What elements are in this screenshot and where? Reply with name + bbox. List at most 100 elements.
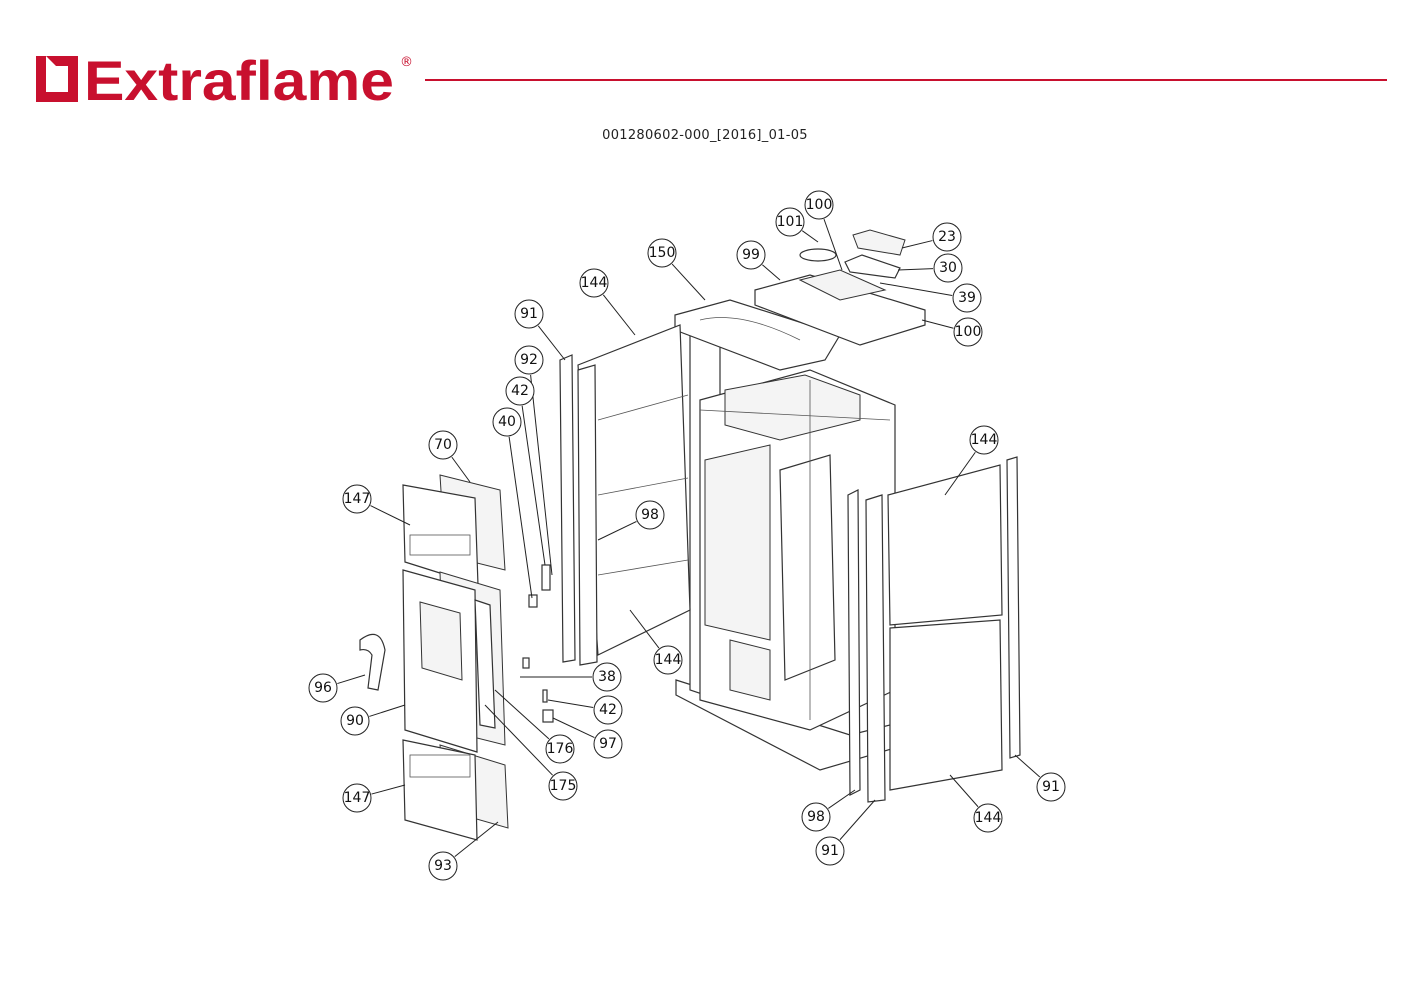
callout-label: 150: [649, 245, 676, 261]
document-code: 001280602-000_[2016]_01-05: [602, 128, 808, 143]
callout-38: 38: [520, 662, 622, 692]
leader-line: [828, 789, 856, 809]
leader-line: [521, 405, 546, 566]
leader-line: [879, 282, 953, 296]
brand-name: Extraflame: [84, 50, 394, 106]
leader-line: [454, 821, 499, 858]
callout-circle: [308, 673, 338, 703]
front-lower-panel: [402, 739, 509, 841]
callout-70: 70: [428, 430, 471, 483]
callout-91: 91: [815, 799, 876, 866]
callout-label: 90: [346, 713, 364, 729]
leader-line: [823, 218, 843, 271]
door: [359, 569, 506, 753]
leader-line: [897, 268, 934, 271]
callout-101: 101: [775, 207, 819, 243]
callout-label: 175: [550, 778, 577, 794]
leader-line: [369, 704, 406, 717]
callout-circle: [736, 240, 766, 270]
callout-176: 176: [494, 689, 575, 764]
callout-circle: [548, 771, 578, 801]
callout-circle: [514, 345, 544, 375]
callout-label: 42: [599, 702, 617, 718]
right-side-panel: [847, 456, 1021, 803]
callout-label: 91: [1042, 779, 1060, 795]
callout-92: 92: [514, 345, 553, 576]
leader-line: [671, 263, 706, 301]
left-side-panel: [559, 324, 691, 666]
callout-label: 100: [806, 197, 833, 213]
callout-label: 39: [958, 290, 976, 306]
callout-label: 92: [520, 352, 538, 368]
leader-line: [552, 717, 595, 739]
callout-circle: [342, 783, 372, 813]
callout-circle: [340, 706, 370, 736]
leader-line: [484, 704, 553, 776]
leader-line: [451, 456, 471, 483]
leader-line: [839, 799, 876, 841]
callout-99: 99: [736, 240, 781, 281]
callout-circle: [969, 425, 999, 455]
callout-label: 30: [939, 260, 957, 276]
callout-label: 144: [975, 810, 1002, 826]
front-upper-panel: [402, 474, 506, 586]
leader-line: [629, 609, 660, 649]
callout-label: 144: [655, 652, 682, 668]
leader-line: [949, 774, 979, 808]
callout-label: 99: [742, 247, 760, 263]
leader-line: [901, 240, 933, 249]
callout-147: 147: [342, 783, 406, 813]
callout-circle: [973, 803, 1003, 833]
leader-line: [944, 451, 976, 496]
callout-label: 100: [955, 324, 982, 340]
leader-line: [494, 689, 550, 740]
callout-label: 147: [344, 790, 371, 806]
callout-98: 98: [597, 500, 665, 541]
callout-label: 96: [314, 680, 332, 696]
callout-circle: [342, 484, 372, 514]
callout-150: 150: [647, 238, 706, 301]
callout-175: 175: [484, 704, 578, 801]
callout-label: 42: [511, 383, 529, 399]
leader-line: [801, 230, 819, 243]
top-cover: [754, 269, 926, 346]
callout-circle: [593, 729, 623, 759]
leader-line: [1014, 754, 1041, 778]
callout-90: 90: [340, 704, 406, 736]
leader-line: [508, 436, 533, 599]
callout-98: 98: [801, 789, 856, 832]
callout-circle: [428, 851, 458, 881]
callout-circle: [593, 695, 623, 725]
leader-line: [921, 319, 954, 329]
callout-circle: [953, 317, 983, 347]
callout-circle: [653, 645, 683, 675]
callout-circle: [775, 207, 805, 237]
leader-line: [762, 264, 781, 281]
callout-label: 98: [807, 809, 825, 825]
leader-line: [537, 325, 566, 361]
callout-circle: [952, 283, 982, 313]
leader-line: [337, 674, 366, 685]
callout-circle: [635, 500, 665, 530]
callout-91: 91: [514, 299, 566, 361]
callout-96: 96: [308, 673, 366, 703]
callout-label: 23: [938, 229, 956, 245]
header-rule: [425, 79, 1387, 81]
callout-label: 38: [598, 669, 616, 685]
leader-line: [547, 699, 594, 709]
callout-label: 101: [777, 214, 804, 230]
leader-line: [530, 374, 553, 576]
callout-circle: [1036, 772, 1066, 802]
callout-circle: [801, 802, 831, 832]
callout-circle: [815, 836, 845, 866]
callout-40: 40: [492, 407, 533, 599]
callout-circle: [647, 238, 677, 268]
callout-23: 23: [901, 222, 962, 252]
callout-circle: [428, 430, 458, 460]
callout-144: 144: [629, 609, 683, 675]
callout-circle: [492, 407, 522, 437]
callout-label: 93: [434, 858, 452, 874]
leader-line: [370, 505, 411, 526]
callout-circle: [579, 268, 609, 298]
callout-label: 176: [547, 741, 574, 757]
